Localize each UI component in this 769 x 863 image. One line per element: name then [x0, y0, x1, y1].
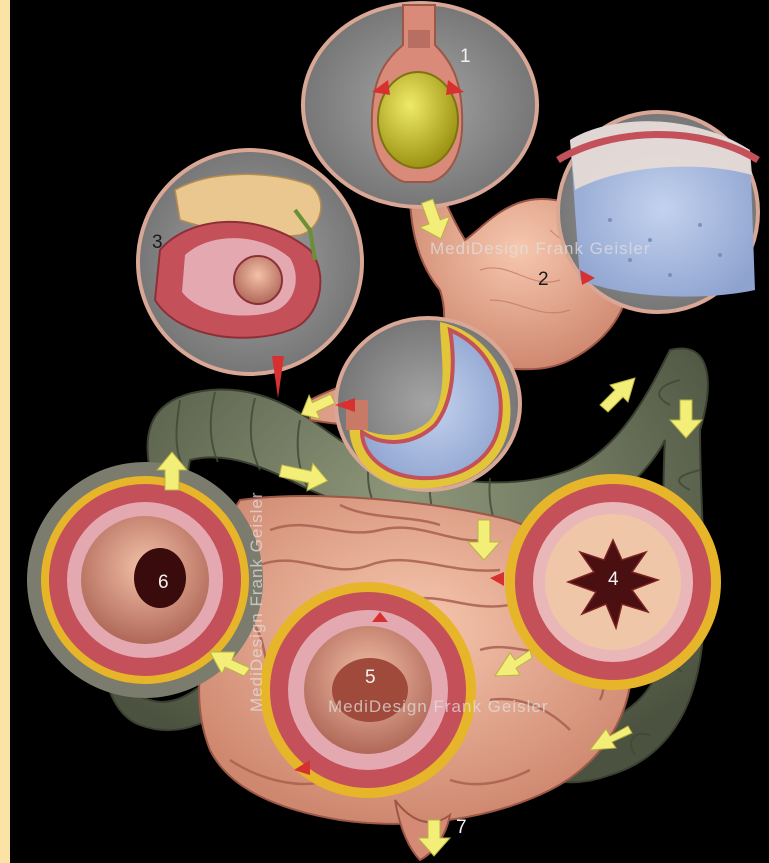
inset-stomach-cross-section — [335, 318, 520, 490]
inset-2-stomach-lining — [558, 112, 758, 312]
watermark-stomach: MediDesign Frank Geisler — [430, 239, 651, 258]
watermark-vertical: MediDesign Frank Geisler — [247, 491, 266, 712]
label-4: 4 — [608, 569, 619, 590]
inset-4-jejunum: 4 — [505, 474, 721, 690]
arrow-up-right-colon — [600, 378, 635, 412]
label-1: 1 — [460, 46, 471, 67]
inset-5-ileum: 5 — [260, 582, 476, 798]
label-5: 5 — [365, 667, 376, 688]
inset-1-esophagus: 1 — [303, 3, 537, 207]
watermark-bottom: MediDesign Frank Geisler — [328, 697, 549, 716]
label-3: 3 — [152, 232, 163, 253]
label-2: 2 — [538, 269, 549, 290]
label-6: 6 — [158, 572, 169, 593]
inset-3-duodenum: 3 — [138, 150, 362, 398]
label-7: 7 — [456, 817, 467, 838]
anatomy-illustration: 1 3 4 — [10, 0, 769, 863]
